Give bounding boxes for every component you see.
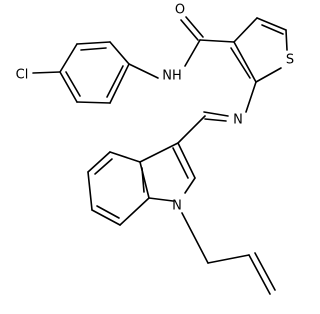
bond bbox=[76, 101, 111, 104]
bond bbox=[184, 177, 196, 194]
imine-nitrogen-label: N bbox=[233, 113, 243, 128]
bond bbox=[204, 118, 227, 122]
bond bbox=[76, 41, 111, 45]
bond bbox=[199, 39, 235, 43]
molecule-canvas: O S NH Cl N N bbox=[16, 3, 294, 295]
bond bbox=[141, 167, 145, 193]
bond bbox=[255, 67, 282, 83]
bond bbox=[59, 71, 78, 103]
chlorophenyl-ring bbox=[32, 41, 130, 104]
bond bbox=[248, 254, 271, 295]
bond bbox=[207, 254, 250, 264]
bond bbox=[91, 209, 121, 226]
amide-nh-label: NH bbox=[162, 69, 182, 84]
bond bbox=[65, 71, 81, 97]
bond bbox=[254, 252, 276, 291]
sulfur-label: S bbox=[286, 53, 294, 68]
bond bbox=[96, 205, 120, 219]
bond bbox=[203, 111, 229, 117]
indole-pyrrole-ring bbox=[139, 142, 196, 202]
imine-linker bbox=[177, 111, 229, 144]
bond bbox=[256, 17, 287, 31]
bond bbox=[172, 147, 189, 179]
bond bbox=[185, 16, 204, 38]
bond bbox=[59, 43, 78, 73]
bond bbox=[106, 65, 124, 98]
indole-nitrogen-label: N bbox=[172, 199, 182, 214]
bond bbox=[109, 41, 130, 65]
structure-diagram: O S NH Cl N N bbox=[16, 3, 294, 295]
bond bbox=[139, 142, 179, 163]
bond bbox=[94, 158, 113, 175]
bond bbox=[87, 171, 93, 211]
bond bbox=[184, 39, 201, 67]
bond bbox=[233, 17, 258, 43]
bond bbox=[128, 63, 159, 79]
bond bbox=[261, 24, 284, 35]
chlorine-label: Cl bbox=[16, 68, 29, 83]
bond bbox=[230, 47, 251, 79]
allyl-chain bbox=[181, 212, 276, 295]
carboxamide-group bbox=[180, 16, 235, 67]
oxygen-label: O bbox=[175, 3, 185, 18]
bond bbox=[285, 29, 288, 51]
bond bbox=[80, 47, 107, 51]
bond bbox=[245, 81, 257, 113]
thiophene-ring bbox=[230, 17, 288, 83]
bond bbox=[177, 142, 196, 179]
bond bbox=[109, 151, 141, 163]
indole-benzene-ring bbox=[87, 151, 150, 226]
bond bbox=[177, 115, 206, 144]
bond bbox=[148, 197, 174, 202]
bond bbox=[32, 71, 61, 74]
bond bbox=[180, 19, 199, 41]
bond bbox=[109, 63, 130, 104]
bond bbox=[181, 212, 209, 264]
bond bbox=[87, 151, 111, 173]
bond bbox=[233, 41, 257, 83]
bond bbox=[119, 197, 150, 226]
